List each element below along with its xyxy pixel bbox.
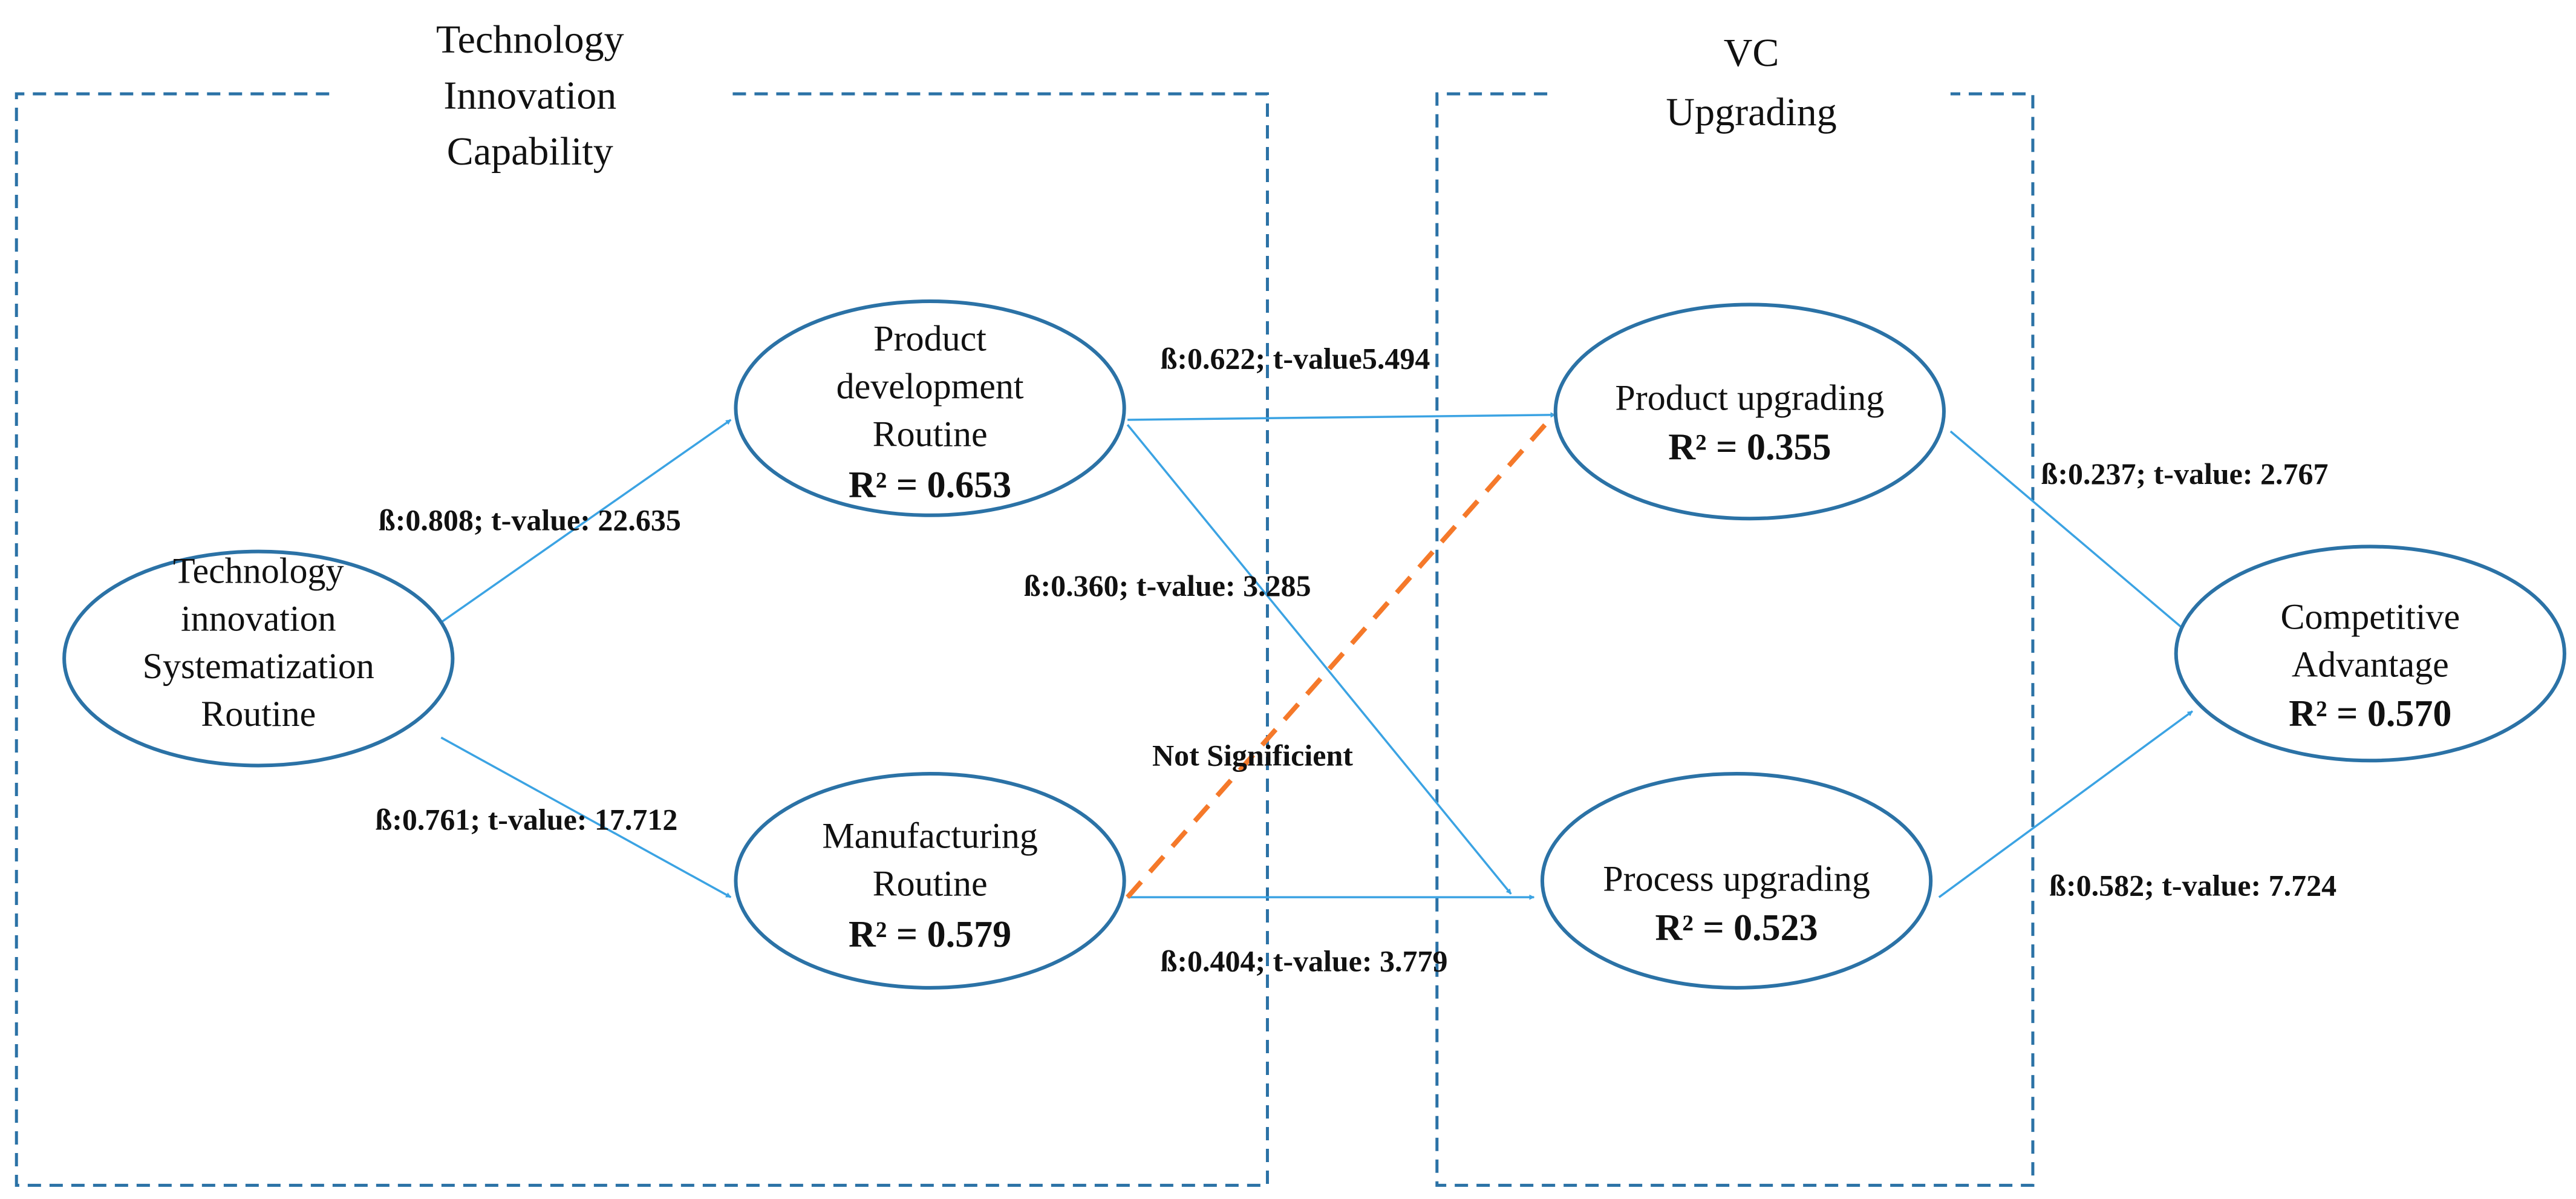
construct-label: Technology	[173, 550, 344, 590]
path-coefficient-label: ß:0.582; t-value: 7.724	[2049, 868, 2336, 902]
path-coefficient-label: ß:0.360; t-value: 3.285	[1024, 569, 1311, 603]
path-pdr-to-pru	[1126, 424, 1512, 895]
group-title-line: Innovation	[443, 74, 616, 118]
r-squared-value: R² = 0.653	[849, 465, 1011, 506]
path-coefficient-label: ß:0.808; t-value: 22.635	[379, 503, 681, 537]
path-coefficient-label: ß:0.622; t-value5.494	[1161, 342, 1430, 376]
construct-label: Product upgrading	[1615, 378, 1884, 418]
construct-pu: Product upgrading R² = 0.355	[1553, 302, 1946, 521]
group-border	[1435, 92, 2035, 1187]
path-pru-to-ca	[1938, 710, 2193, 898]
construct-label: Systematization	[143, 646, 374, 686]
r-squared-value: R² = 0.355	[1668, 426, 1831, 468]
path-tisr-to-mr	[440, 736, 732, 898]
construct-label: Product	[873, 319, 986, 359]
construct-ellipse	[734, 772, 1126, 990]
group-title-line: VC	[1724, 31, 1779, 75]
group-border	[15, 92, 1269, 1187]
construct-label: Process upgrading	[1603, 858, 1870, 898]
path-pu-to-ca	[1949, 430, 2190, 635]
construct-label: Competitive	[2281, 597, 2460, 637]
group-title-line: Capability	[447, 129, 613, 174]
path-coefficient-label: ß:0.404; t-value: 3.779	[1161, 944, 1448, 978]
construct-label: Manufacturing	[822, 816, 1038, 856]
construct-ellipse	[62, 549, 455, 768]
construct-pru: Process upgrading R² = 0.523	[1540, 772, 1933, 990]
construct-label: Routine	[201, 694, 316, 734]
construct-label: innovation	[181, 598, 336, 638]
path-coefficient-label: Not Significient	[1152, 738, 1353, 772]
r-squared-value: R² = 0.570	[2289, 693, 2451, 734]
construct-label: Routine	[873, 863, 988, 903]
construct-tisr: Technology innovationSystematizationRouti…	[62, 549, 455, 768]
group-title-line: Technology	[436, 18, 624, 62]
construct-label: Advantage	[2292, 644, 2449, 684]
path-tisr-to-pdr	[440, 419, 732, 624]
path-coefficient-label: ß:0.761; t-value: 17.712	[375, 803, 677, 837]
construct-label: Routine	[873, 414, 988, 454]
group-vcu: VC Upgrading	[1435, 31, 2035, 1187]
path-coefficient-label: ß:0.237; t-value: 2.767	[2041, 457, 2329, 491]
construct-ellipse	[734, 299, 1126, 517]
r-squared-value: R² = 0.579	[849, 914, 1011, 955]
construct-ellipse	[1553, 302, 1946, 521]
construct-ellipse	[2174, 544, 2566, 763]
construct-ellipse	[1540, 772, 1933, 990]
group-title-line: Upgrading	[1666, 90, 1836, 134]
not-significant-path-mr-to-pu	[1126, 413, 1556, 899]
path-pdr-to-pu	[1127, 412, 1556, 421]
construct-label: development	[836, 367, 1024, 407]
r-squared-value: R² = 0.523	[1655, 907, 1818, 949]
